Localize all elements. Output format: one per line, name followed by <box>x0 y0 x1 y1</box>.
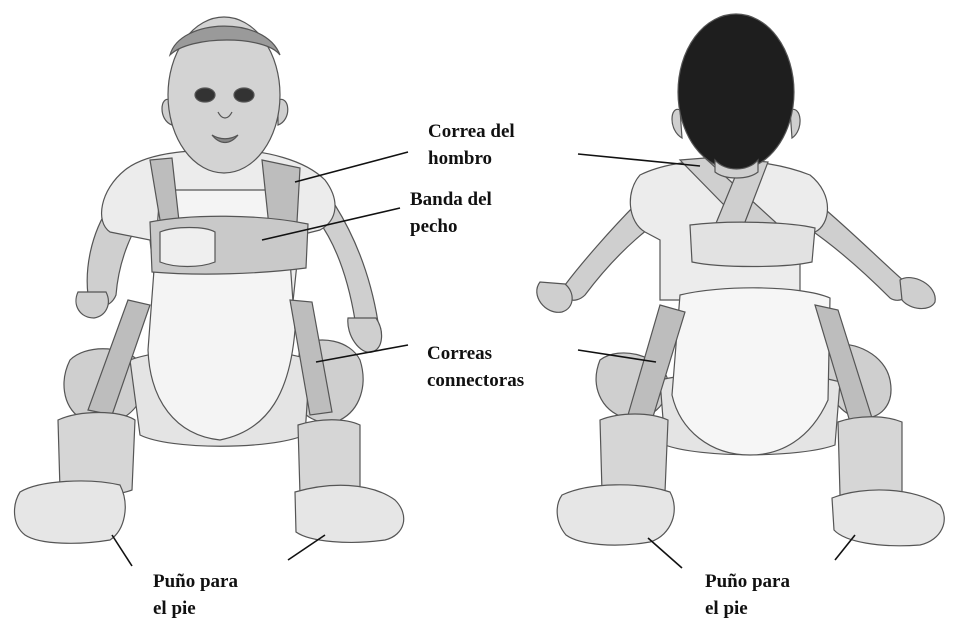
front-left-hand <box>76 292 108 318</box>
label-foot-cuff-back: Puño para el pie <box>705 568 790 621</box>
leader-foot-front-b <box>288 535 325 560</box>
front-right-hand <box>348 318 382 352</box>
leader-shoulder-front <box>295 152 408 182</box>
front-bootie-right <box>295 485 404 542</box>
label-foot-cuff-front-line2: el pie <box>153 595 238 621</box>
label-connector-straps-line2: connectoras <box>427 367 524 394</box>
back-head <box>678 14 794 170</box>
front-chest-buckle <box>160 228 215 267</box>
leader-foot-back-b <box>835 535 855 560</box>
label-chest-band-line2: pecho <box>410 213 492 240</box>
leader-foot-back-a <box>648 538 682 568</box>
label-foot-cuff-front: Puño para el pie <box>153 568 238 621</box>
label-connector-straps-line1: Correas <box>427 340 524 367</box>
baby-back-view <box>537 14 944 546</box>
label-chest-band: Banda del pecho <box>410 186 492 240</box>
label-foot-cuff-back-line2: el pie <box>705 595 790 621</box>
label-foot-cuff-back-line1: Puño para <box>705 568 790 595</box>
back-bootie-left <box>557 485 674 545</box>
front-right-eye <box>234 88 254 102</box>
label-shoulder-strap-line1: Correa del <box>428 118 515 145</box>
label-chest-band-line1: Banda del <box>410 186 492 213</box>
leader-foot-front-a <box>112 535 132 566</box>
back-leg-cuff-right <box>838 417 902 501</box>
front-left-eye <box>195 88 215 102</box>
back-left-hand <box>537 282 572 312</box>
label-shoulder-strap: Correa del hombro <box>428 118 515 172</box>
back-panel <box>672 288 830 455</box>
label-foot-cuff-front-line1: Puño para <box>153 568 238 595</box>
label-connector-straps: Correas connectoras <box>427 340 524 394</box>
back-bootie-right <box>832 490 944 546</box>
back-chest-band <box>690 222 815 266</box>
label-shoulder-strap-line2: hombro <box>428 145 515 172</box>
back-right-hand <box>900 278 935 309</box>
baby-front-view <box>15 17 404 543</box>
front-bootie-left <box>15 481 126 543</box>
